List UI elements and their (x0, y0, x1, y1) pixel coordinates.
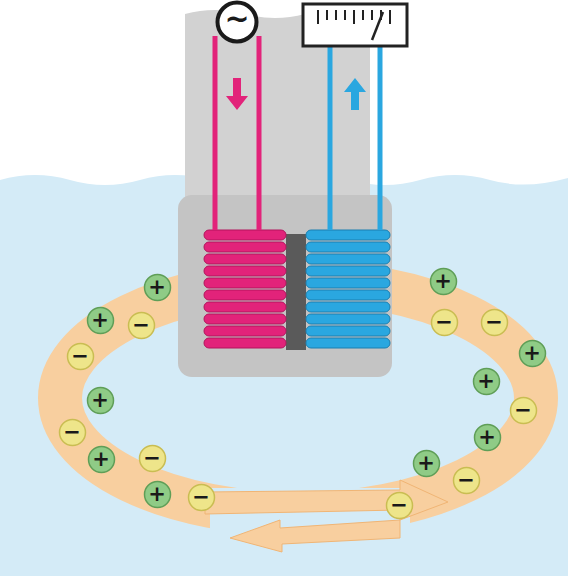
charge-sign: − (390, 495, 408, 516)
charge-sign: − (485, 312, 503, 333)
cation: + (86, 306, 115, 335)
anion: − (385, 491, 414, 520)
charge-sign: − (132, 315, 150, 336)
anion: − (430, 308, 459, 337)
ac-symbol: ~ (224, 4, 249, 34)
sensor-body (178, 195, 392, 377)
receive-wires (330, 46, 380, 230)
charge-sign: − (63, 422, 81, 443)
anion: − (187, 483, 216, 512)
charge-sign: + (148, 484, 166, 505)
cation: + (143, 480, 172, 509)
meter-needle (372, 12, 383, 40)
cation: + (412, 449, 441, 478)
drive-coil (204, 230, 286, 348)
current-arrow (226, 78, 248, 110)
cation: + (473, 423, 502, 452)
cation: + (87, 445, 116, 474)
water (0, 175, 568, 576)
anion: − (58, 418, 87, 447)
charge-sign: + (477, 371, 495, 392)
charge-sign: − (514, 400, 532, 421)
anion: − (66, 342, 95, 371)
charge-sign: − (143, 448, 161, 469)
anion: − (480, 308, 509, 337)
anion: − (509, 396, 538, 425)
charge-sign: + (92, 449, 110, 470)
charge-sign: + (91, 390, 109, 411)
receive-coil (306, 230, 390, 348)
charge-sign: + (523, 343, 541, 364)
cation: + (429, 267, 458, 296)
drive-wires (215, 36, 259, 230)
cation: + (86, 386, 115, 415)
charge-sign: + (148, 277, 166, 298)
charge-sign: − (457, 470, 475, 491)
ac-source: ~ (216, 1, 258, 43)
charge-sign: + (434, 271, 452, 292)
anion: − (452, 466, 481, 495)
flow-arrow (230, 520, 400, 552)
anion: − (127, 311, 156, 340)
charge-sign: − (71, 346, 89, 367)
charge-sign: + (417, 453, 435, 474)
cation: + (518, 339, 547, 368)
anion: − (138, 444, 167, 473)
charge-sign: + (91, 310, 109, 331)
charge-sign: + (478, 427, 496, 448)
current-arrow (344, 78, 366, 110)
core-divider (286, 234, 306, 350)
charge-sign: − (435, 312, 453, 333)
flow-arrow (205, 480, 448, 520)
charge-sign: − (192, 487, 210, 508)
cation: + (472, 367, 501, 396)
meter-symbol (303, 4, 407, 46)
cation: + (143, 273, 172, 302)
